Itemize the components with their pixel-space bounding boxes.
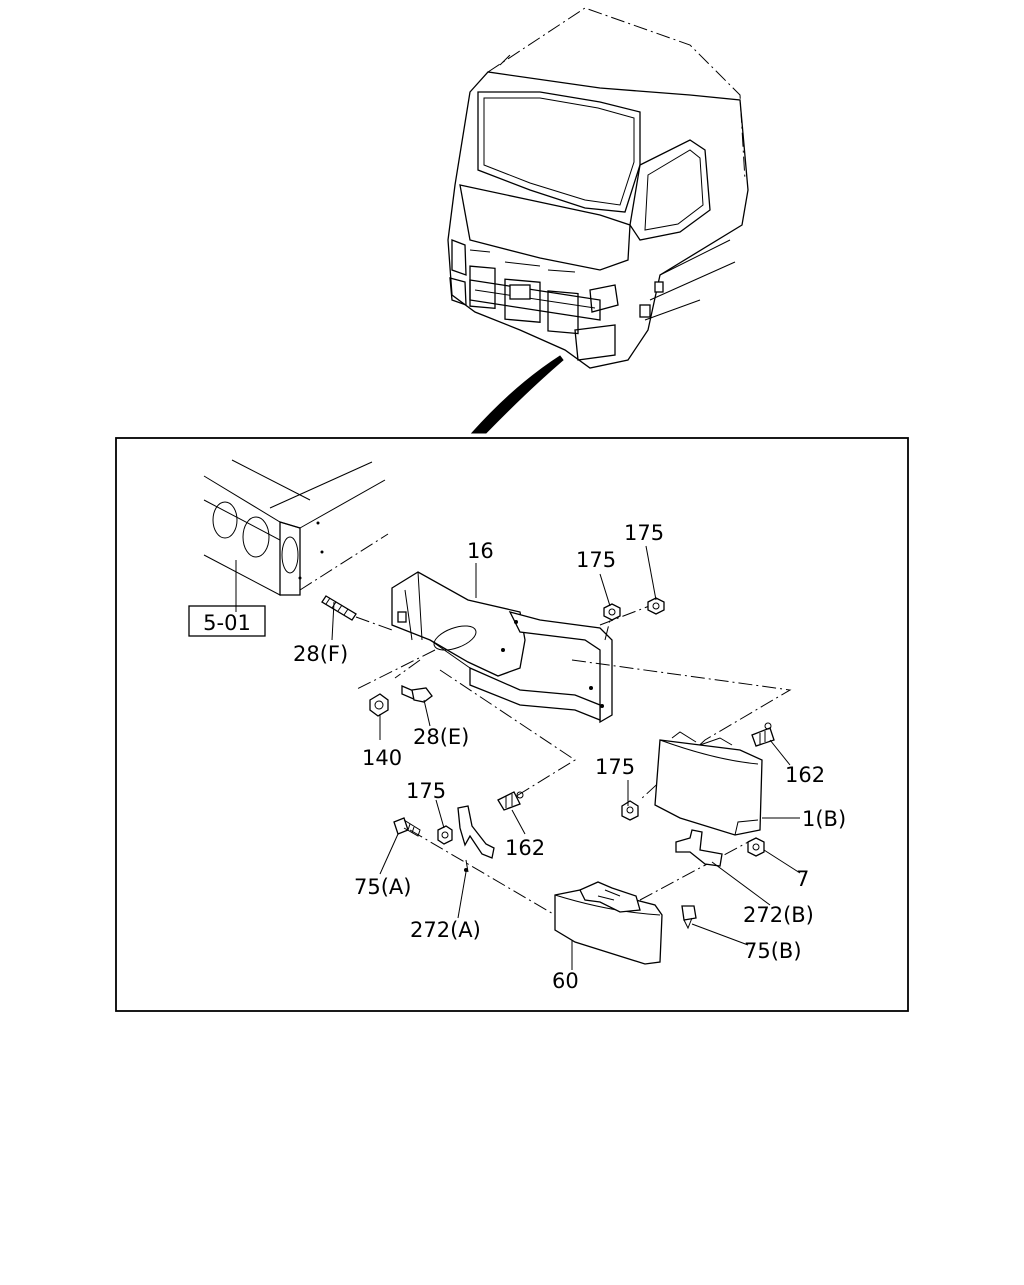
callout-175-c: 175 [595, 755, 635, 779]
callout-28f: 28(F) [293, 642, 348, 666]
callout-60: 60 [552, 969, 579, 993]
callout-175-a: 175 [576, 548, 616, 572]
bracket-272b [675, 829, 723, 867]
callout-75a: 75(A) [354, 875, 411, 899]
bulb-socket-162-lower [497, 791, 524, 811]
detail-frame [115, 437, 909, 1012]
truck-cab-illustration [447, 7, 749, 369]
callout-272b: 272(B) [743, 903, 814, 927]
callout-175-d: 175 [406, 779, 446, 803]
bracket-272a [457, 805, 495, 873]
corner-lamp-1b [654, 731, 763, 836]
nut-175-upper-b [647, 597, 665, 615]
callout-162-a: 162 [785, 763, 825, 787]
callout-1b: 1(B) [802, 807, 846, 831]
section-ref-box[interactable] [188, 605, 266, 637]
nut-175-lower [437, 825, 453, 845]
callout-175-b: 175 [624, 521, 664, 545]
callout-7: 7 [796, 867, 809, 891]
screw-75b [681, 905, 697, 930]
callout-16: 16 [467, 539, 494, 563]
callout-75b: 75(B) [744, 939, 802, 963]
assembly-line-5 [599, 604, 653, 626]
frame-member-illustration [203, 459, 389, 612]
assembly-line-7 [409, 829, 556, 916]
callout-140: 140 [362, 746, 402, 770]
callout-28e: 28(E) [413, 725, 469, 749]
bulb-socket-162-upper [751, 722, 775, 747]
turn-lamp-60 [554, 881, 663, 965]
assembly-line-2 [394, 659, 421, 679]
bolt-75a [393, 817, 421, 837]
callout-272a: 272(A) [410, 918, 481, 942]
leader-lines [331, 545, 801, 970]
section-ref-label: 5-01 [203, 611, 251, 635]
nut-175-lamp [621, 800, 639, 821]
assembly-line-1 [354, 649, 436, 691]
bolt-28e [401, 685, 433, 703]
assembly-line-3 [439, 669, 576, 801]
callout-162-b: 162 [505, 836, 545, 860]
nut-175-upper-a [603, 603, 621, 621]
nut-140 [369, 693, 389, 717]
assembly-line-8 [639, 839, 753, 901]
bracket-16 [391, 571, 613, 724]
detail-leader-arrow [470, 355, 564, 434]
nut-7 [747, 837, 765, 857]
